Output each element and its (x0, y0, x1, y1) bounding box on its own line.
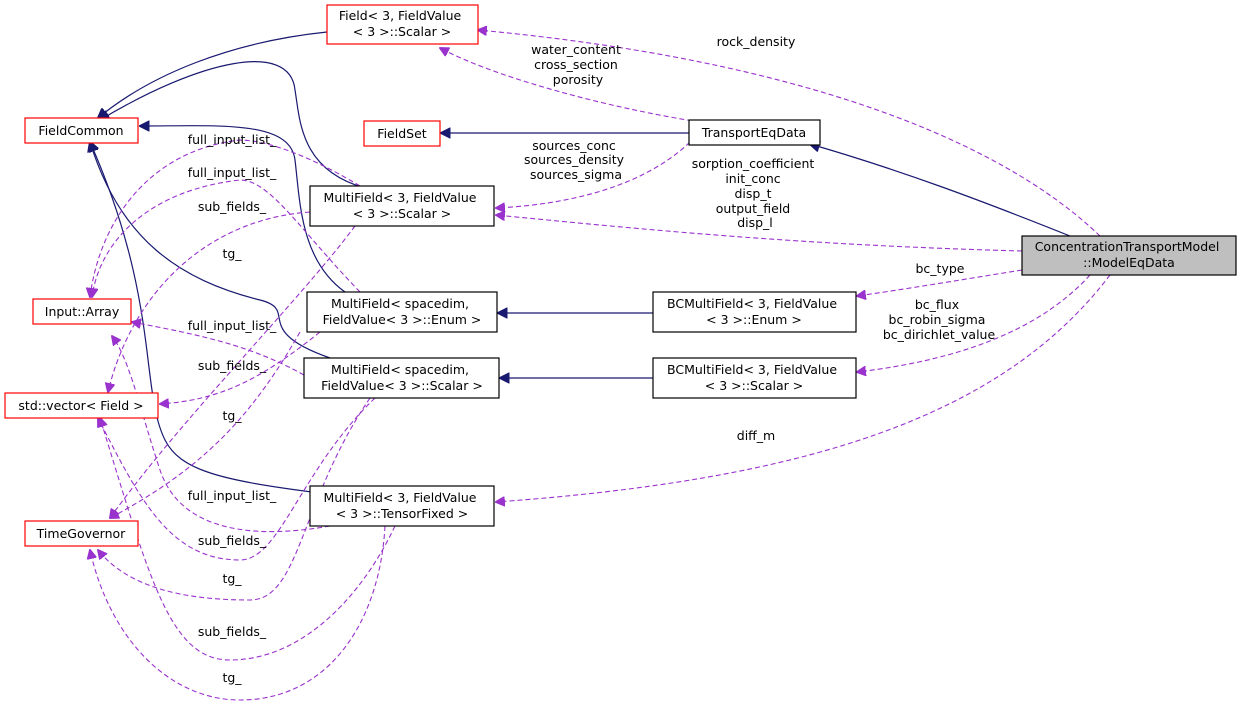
svg-text:TimeGovernor: TimeGovernor (36, 526, 127, 541)
edge-label-bc-type: bc_type (916, 261, 965, 276)
edge-multifield3scalar-to-fieldcommon (100, 61, 366, 189)
edge-label-diff-m: diff_m (737, 428, 775, 443)
usage-edges (90, 30, 1111, 701)
edge-label-tg-1: tg_ (222, 246, 242, 261)
edge-label-bc-flux: bc_flux bc_robin_sigma bc_dirichlet_valu… (883, 297, 996, 342)
edge-ctm-bc-flux (857, 274, 1091, 372)
edge-mftensor-to-fieldcommon (90, 142, 313, 493)
edge-mftensor-tg (90, 525, 386, 701)
edge-mfspacedimscalar-to-fieldcommon (90, 142, 331, 359)
node-multifield3-tensorfixed[interactable]: MultiField< 3, FieldValue < 3 >::TensorF… (309, 485, 495, 527)
svg-text:MultiField< 3, FieldValue: MultiField< 3, FieldValue < 3 >::TensorF… (324, 490, 481, 521)
edge-label-full-input-list-4: full_input_list_ (188, 488, 277, 503)
edge-mfspacedimscalar-full-input-list (132, 322, 305, 376)
node-multifield-spacedim-enum[interactable]: MultiField< spacedim, FieldValue< 3 >::E… (306, 291, 498, 333)
nodes: Field< 3, FieldValue < 3 >::Scalar > Fie… (4, 4, 1237, 547)
svg-text:FieldCommon: FieldCommon (38, 123, 123, 138)
node-concentration-transport-model-eqdata[interactable]: ConcentrationTransportModel ::ModelEqDat… (1021, 235, 1237, 276)
edge-label-tg-2: tg_ (222, 408, 242, 423)
edge-mfspacedimenum-sub-fields (160, 331, 321, 404)
edge-mf3scalar-tg (110, 225, 356, 518)
edge-label-sub-fields-3: sub_fields_ (198, 533, 267, 548)
edge-mfspacedimenum-to-fieldcommon (140, 126, 346, 293)
edge-mfspacedimenum-tg (110, 331, 301, 518)
node-transporteqdata[interactable]: TransportEqData (688, 119, 821, 146)
svg-text:MultiField< 3, FieldValue: MultiField< 3, FieldValue < 3 >::Scalar … (324, 190, 481, 221)
node-multifield3-scalar[interactable]: MultiField< 3, FieldValue < 3 >::Scalar … (309, 185, 495, 227)
edge-transporteqdata-sources (496, 141, 691, 208)
inheritance-edges (90, 31, 1071, 493)
svg-text:TransportEqData: TransportEqData (701, 125, 806, 140)
node-bcmultifield-scalar[interactable]: BCMultiField< 3, FieldValue < 3 >::Scala… (652, 357, 857, 399)
edge-mfspacedimscalar-sub-fields (98, 397, 376, 561)
edge-label-tg-3: tg_ (222, 571, 242, 586)
edge-label-sources: sources_conc sources_density sources_sig… (524, 138, 628, 182)
edge-transporteqdata-water-content (440, 48, 701, 123)
edge-label-full-input-list-2: full_input_list_ (188, 165, 277, 180)
node-multifield-spacedim-scalar[interactable]: MultiField< spacedim, FieldValue< 3 >::S… (303, 357, 500, 399)
node-fieldset[interactable]: FieldSet (363, 120, 441, 147)
node-fieldcommon[interactable]: FieldCommon (24, 117, 139, 144)
edge-label-sub-fields-1: sub_fields_ (198, 199, 267, 214)
edge-ctm-bc-type (857, 269, 1023, 296)
edge-label-sorption: sorption_coefficient init_conc disp_t ou… (692, 156, 819, 230)
edge-label-full-input-list-3: full_input_list_ (188, 318, 277, 333)
edge-label-rock-density: rock_density (717, 34, 796, 49)
svg-text:MultiField< spacedim,: MultiField< spacedim, FieldValue< 3 >::S… (321, 362, 483, 393)
edge-label-water-content: water_content cross_section porosity (531, 42, 625, 87)
edge-mfspacedimscalar-tg (98, 397, 371, 601)
node-input-array[interactable]: Input::Array (32, 298, 132, 325)
node-std-vector-field[interactable]: std::vector< Field > (4, 392, 159, 419)
edge-mf3scalar-sub-fields (108, 211, 311, 392)
edge-mf3scalar-full-input-list (90, 139, 361, 297)
node-timegovernor[interactable]: TimeGovernor (24, 520, 139, 547)
svg-text:Input::Array: Input::Array (45, 304, 120, 319)
edge-field3-to-fieldcommon (98, 31, 328, 118)
svg-text:MultiField< spacedim,: MultiField< spacedim, FieldValue< 3 >::E… (323, 296, 482, 327)
node-bcmultifield-enum[interactable]: BCMultiField< 3, FieldValue < 3 >::Enum … (652, 291, 857, 333)
edge-label-tg-4: tg_ (222, 670, 242, 685)
edge-label-full-input-list-1: full_input_list_ (188, 132, 277, 147)
svg-text:BCMultiField< 3, FieldValue: BCMultiField< 3, FieldValue < 3 >::Scala… (667, 362, 841, 393)
edge-ctm-sorption (496, 215, 1023, 252)
edge-mftensor-full-input-list (112, 336, 331, 533)
svg-text:std::vector< Field >: std::vector< Field > (18, 398, 143, 413)
svg-text:BCMultiField< 3, FieldValue: BCMultiField< 3, FieldValue < 3 >::Enum … (667, 296, 841, 327)
svg-text:ConcentrationTransportModel: ConcentrationTransportModel ::ModelEqDat… (1035, 239, 1224, 270)
edge-labels: rock_density water_content cross_section… (188, 34, 996, 685)
edge-mfspacedimenum-full-input-list (92, 179, 361, 297)
svg-text:FieldSet: FieldSet (377, 126, 426, 141)
edge-label-sub-fields-4: sub_fields_ (198, 624, 267, 639)
edge-ctm-to-transporteqdata (810, 144, 1071, 237)
svg-text:Field< 3, FieldValue <: Field< 3, FieldValue < 3 >::Scalar > (339, 8, 465, 39)
edge-label-sub-fields-2: sub_fields_ (198, 358, 267, 373)
node-field3-scalar[interactable]: Field< 3, FieldValue < 3 >::Scalar > (326, 4, 479, 45)
